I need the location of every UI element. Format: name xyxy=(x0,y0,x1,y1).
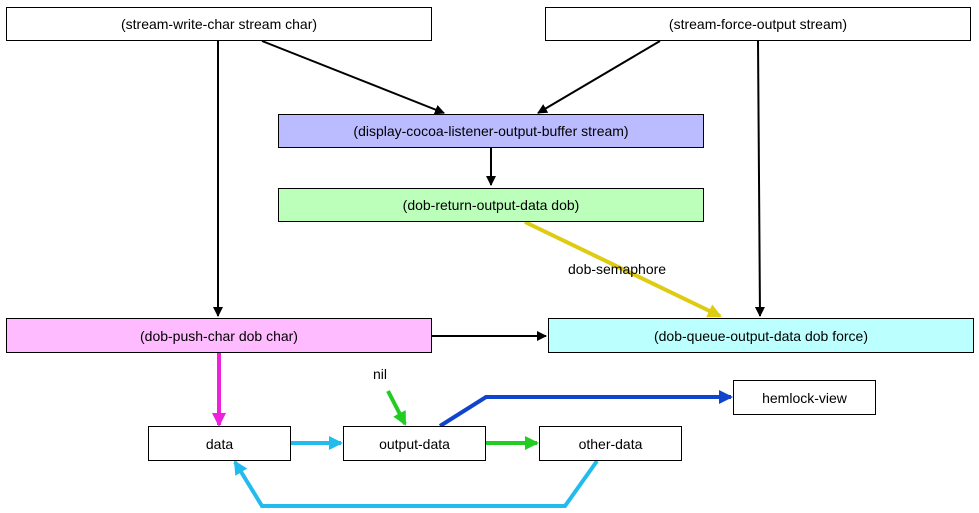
node-label: (dob-push-char dob char) xyxy=(140,327,298,344)
edge-write-char-to-listener xyxy=(261,40,445,115)
edge-output-data-to-hemlock-view xyxy=(438,390,733,428)
node-dob-queue-output-data: (dob-queue-output-data dob force) xyxy=(548,318,974,353)
edge-nil-to-output-data xyxy=(386,390,407,426)
node-output-data: output-data xyxy=(343,426,486,461)
edge-force-output-to-listener xyxy=(537,40,661,114)
node-display-listener: (display-cocoa-listener-output-buffer st… xyxy=(278,114,704,148)
node-label: (dob-return-output-data dob) xyxy=(402,197,580,213)
edge-label-dob-semaphore: dob-semaphore xyxy=(568,261,667,277)
node-label: other-data xyxy=(578,435,643,452)
node-label: data xyxy=(205,435,234,452)
node-label: hemlock-view xyxy=(762,389,847,406)
node-label: (display-cocoa-listener-output-buffer st… xyxy=(353,123,629,139)
node-data: data xyxy=(148,426,291,461)
edge-label-nil: nil xyxy=(373,366,388,382)
node-label: (dob-queue-output-data dob force) xyxy=(653,327,869,344)
edge-other-data-to-data xyxy=(233,459,599,508)
node-dob-return-output-data: (dob-return-output-data dob) xyxy=(278,188,704,222)
edge-semaphore xyxy=(524,220,722,318)
node-dob-push-char: (dob-push-char dob char) xyxy=(6,318,432,353)
node-label: (stream-force-output stream) xyxy=(668,16,848,32)
node-stream-write-char: (stream-write-char stream char) xyxy=(6,7,432,41)
node-label: (stream-write-char stream char) xyxy=(120,16,318,32)
node-hemlock-view: hemlock-view xyxy=(733,380,876,415)
node-other-data: other-data xyxy=(539,426,682,461)
edge-force-output-to-queue xyxy=(754,40,765,317)
node-label: output-data xyxy=(379,435,450,452)
node-stream-force-output: (stream-force-output stream) xyxy=(545,7,971,41)
